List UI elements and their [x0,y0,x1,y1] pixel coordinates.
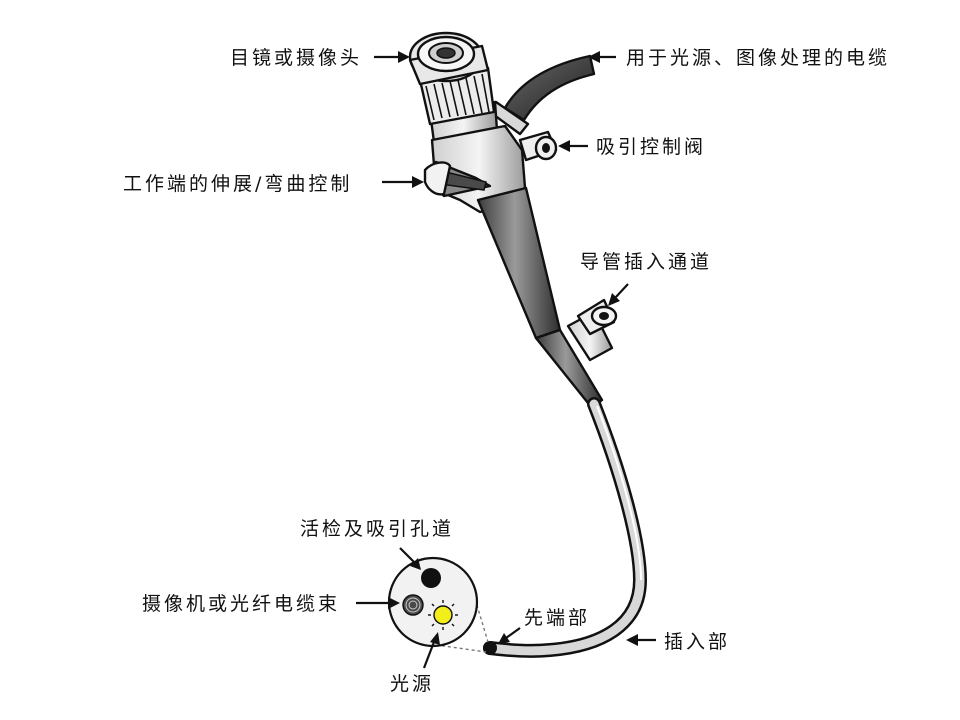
tip-magnified-view [387,556,479,648]
label-suction-valve: 吸引控制阀 [596,136,706,158]
arrow-catheter-channel [608,283,629,306]
label-eyepiece: 目镜或摄像头 [230,47,362,69]
arrow-suction-valve [558,140,588,152]
arrow-biopsy-channel [399,547,421,570]
label-cable: 用于光源、图像处理的电缆 [626,47,890,69]
arrow-tip-control [382,176,424,188]
handle-tube [476,186,604,410]
insertion-tube [483,397,648,658]
arrow-eyepiece [374,51,410,63]
arrow-cable [588,51,616,63]
label-biopsy-channel: 活检及吸引孔道 [300,518,454,540]
label-catheter-channel: 导管插入通道 [580,251,712,273]
arrow-insertion-tube [626,634,656,646]
arrow-light-source [422,632,440,669]
control-body [423,124,558,214]
eyepiece-assembly [408,31,499,144]
arrow-camera-fiber [356,597,400,609]
catheter-port [566,298,618,362]
label-distal-tip: 先端部 [524,607,590,629]
arrow-distal-tip [498,627,521,644]
distal-tip [429,581,497,655]
biopsy-channel-opening [421,568,441,588]
label-camera-fiber: 摄像机或光纤电缆束 [142,593,340,615]
label-tip-control: 工作端的伸展/弯曲控制 [123,173,352,195]
light-source-spot [428,600,458,630]
light-cable [488,54,596,136]
label-insertion-tube: 插入部 [664,631,730,653]
camera-fiber-bundle [402,594,424,616]
label-light-source: 光源 [390,673,434,695]
